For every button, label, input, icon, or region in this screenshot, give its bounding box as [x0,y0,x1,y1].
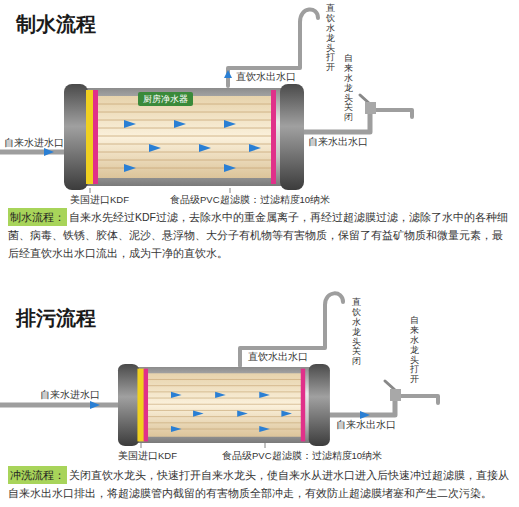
inlet-label: 自来水进水口 [4,137,64,149]
tap-spout [376,110,412,117]
section-title: 制水流程 [16,12,96,36]
faucet-label: 自来水龙头关闭 [344,54,353,123]
node-text: 制水流程： [10,208,65,226]
section-tag: 制水流程： [8,208,67,226]
outlet-label: 直饮水出水口 [236,71,296,83]
inlet-pipe [0,150,66,155]
inlet-label: 自来水进水口 [40,389,100,401]
tap-lever [385,381,395,390]
description: 自来水先经过KDF过滤，去除水中的重金属离子，再经过超滤膜过滤，滤除了水中的各种… [8,208,511,262]
flow-arrow [90,401,100,409]
product-badge: 厨房净水器 [138,92,193,106]
purifier [64,84,304,190]
leader-line [141,443,142,448]
faucet-label: 直饮水龙头关闭 [352,298,361,367]
flow-arrow [224,70,232,78]
drinking-pipe [240,293,343,366]
flow-arrow [360,411,370,419]
faucet-label: 直饮水龙头打开 [326,4,335,73]
outlet-label: 直饮水出水口 [248,351,308,363]
tap-spout [401,396,438,403]
tap-body [365,102,376,114]
purifier [118,364,330,446]
leader-line [90,188,91,193]
node-text: 冲洗流程： [10,466,65,484]
leader-line [230,188,231,193]
tap-body [390,389,401,401]
tap-pipe [302,110,370,132]
section-tag: 冲洗流程： [8,466,67,484]
drinking-pipe [228,9,318,86]
node-text: 厨房净水器 [143,93,188,105]
part-label: 美国进口KDF [118,450,177,462]
inlet-pipe [0,403,120,408]
part-label: 食品级PVC超滤膜：过滤精度10纳米 [222,450,382,462]
faucet-label: 自来水龙头打开 [410,316,419,385]
leader-line [265,443,266,448]
outlet-label: 自来水出水口 [336,419,396,431]
flow-arrow [44,148,54,156]
part-label: 美国进口KDF [70,194,129,206]
outlet-label: 自来水出水口 [308,136,368,148]
section-title: 排污流程 [16,306,96,330]
part-label: 食品级PVC超滤膜：过滤精度10纳米 [170,194,330,206]
description: 关闭直饮水龙头，快速打开自来水龙头，使自来水从进水口进入后快速冲过超滤膜，直接从… [8,466,511,502]
